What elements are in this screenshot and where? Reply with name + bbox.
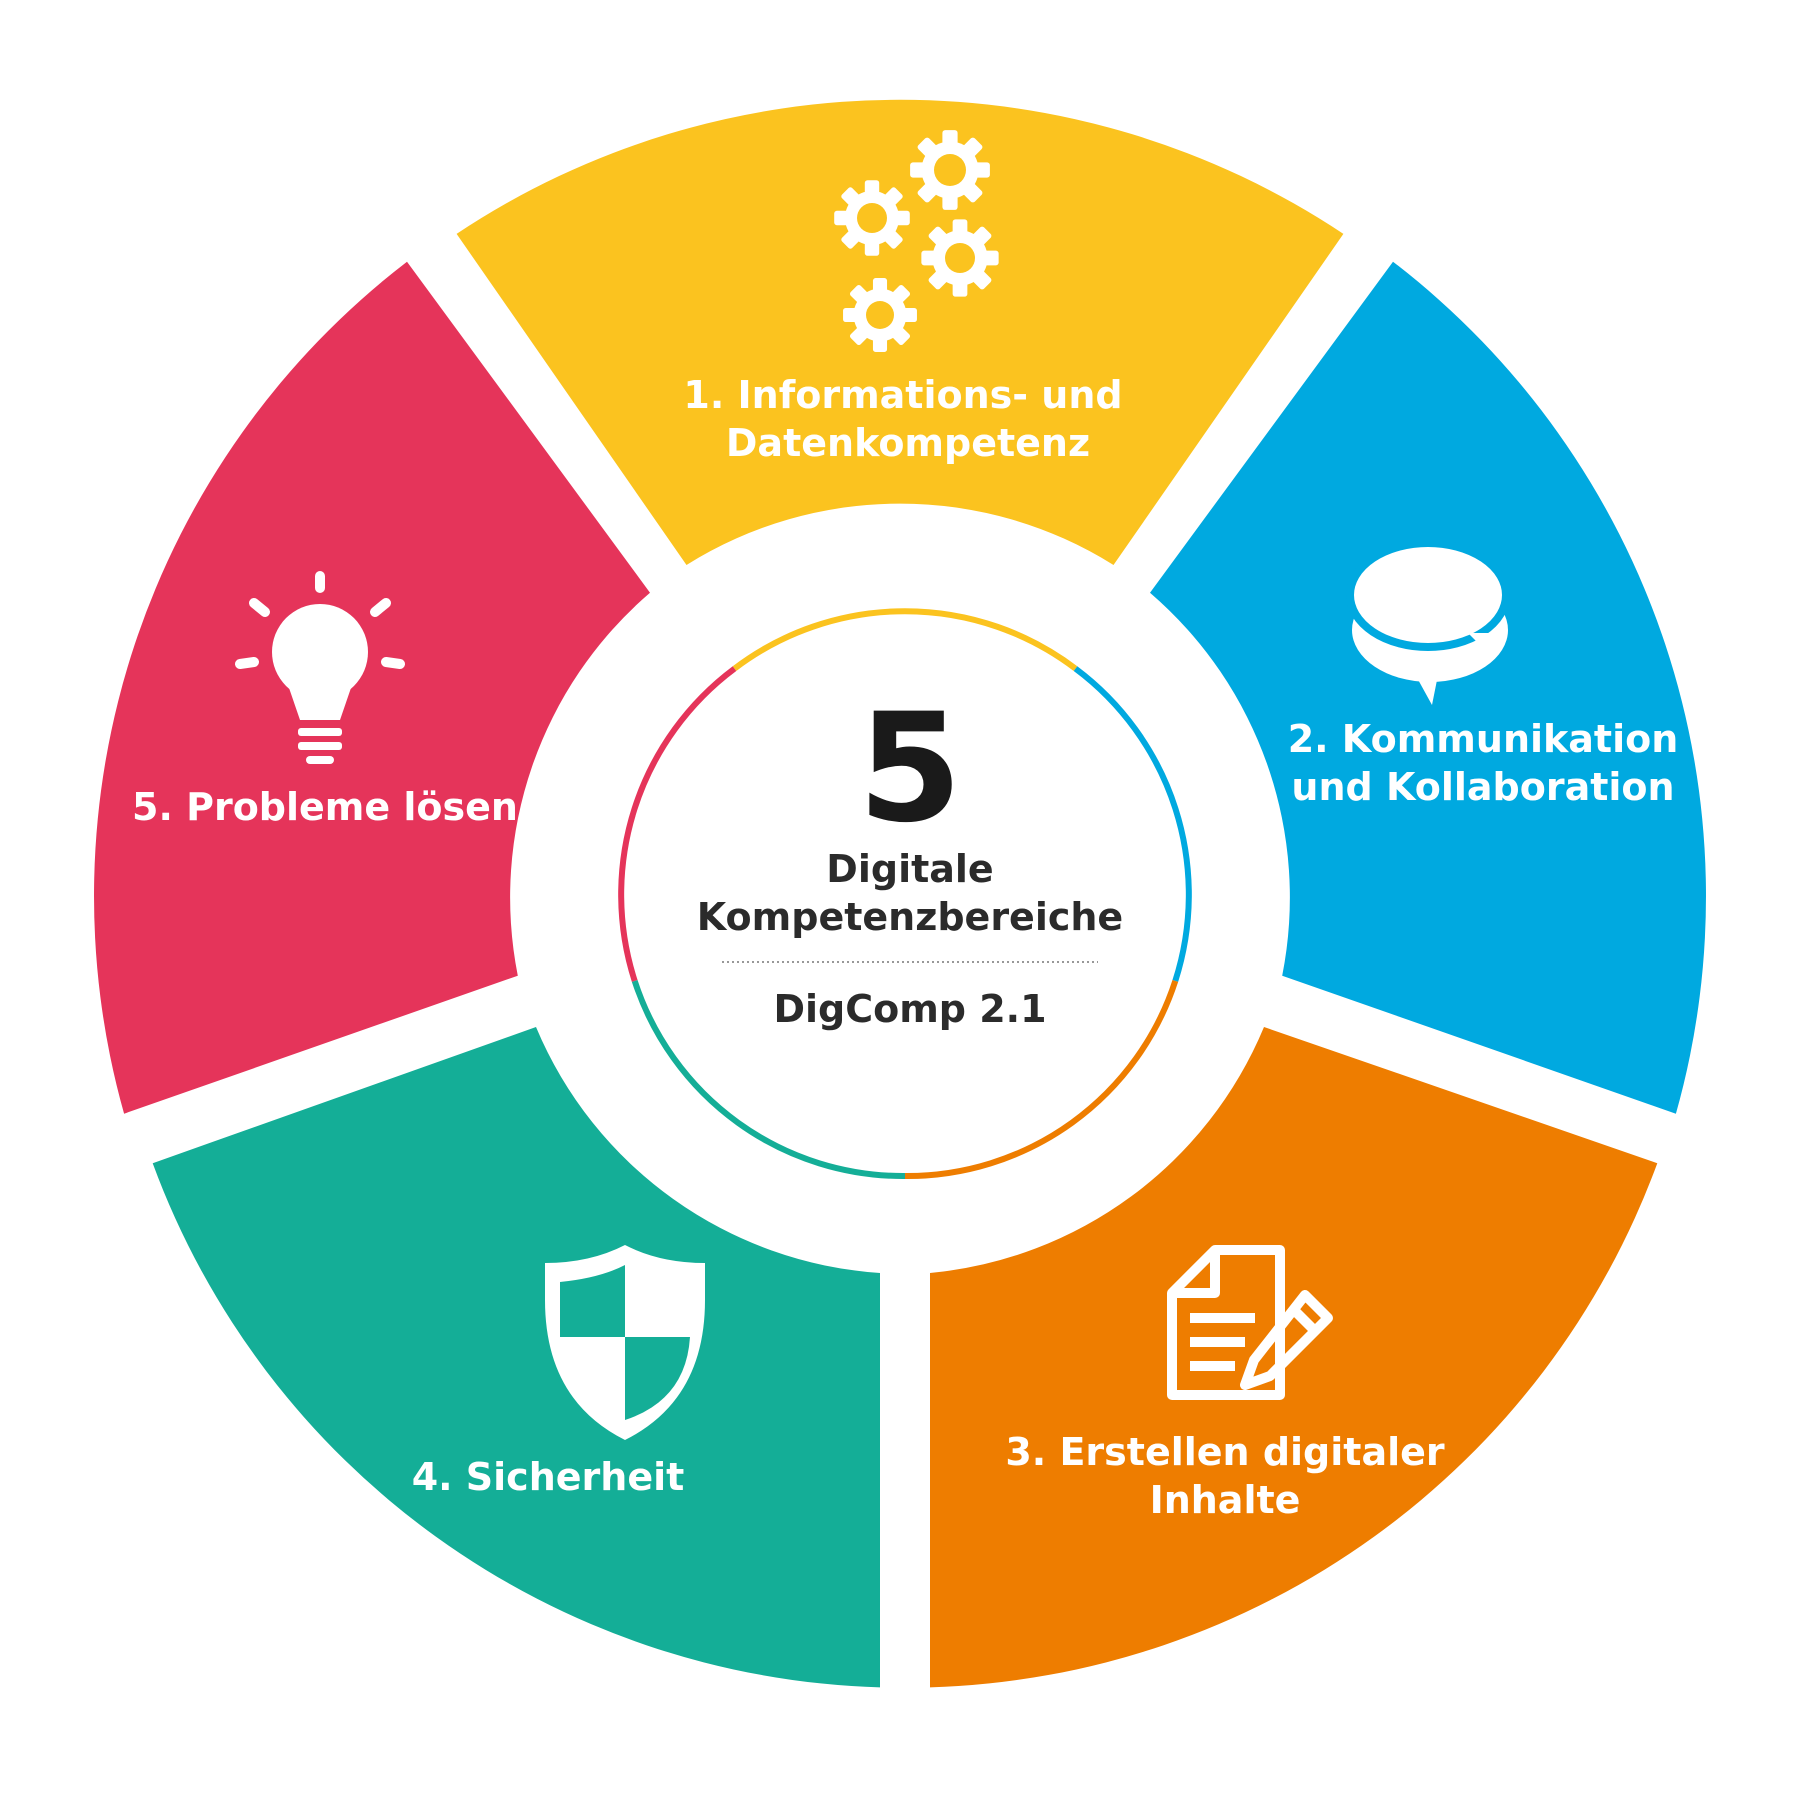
- ring-arc-erst: [904, 979, 1179, 1180]
- shield-icon: [545, 1245, 705, 1440]
- gears-icon: [834, 130, 999, 352]
- label-sich: 4. Sicherheit: [412, 1455, 685, 1499]
- ring-arc-info: [732, 608, 1078, 671]
- segment-sich[interactable]: [152, 1027, 880, 1688]
- center-title-line1: Digitale: [826, 847, 993, 891]
- ring-arc-sich: [631, 979, 906, 1180]
- center-pentagon: [590, 557, 1217, 1157]
- segment-prob[interactable]: [94, 261, 651, 1114]
- center-title-line2: Kompetenzbereiche: [697, 895, 1123, 939]
- ring-arc-komm: [1073, 666, 1192, 982]
- center-number: 5: [858, 682, 962, 856]
- ring-arc-prob: [618, 666, 737, 982]
- center-footer: DigComp 2.1: [773, 987, 1046, 1031]
- label-erst-line2: Inhalte: [1150, 1478, 1301, 1522]
- label-erst-line1: 3. Erstellen digitaler: [1005, 1430, 1445, 1474]
- center-ring: [618, 608, 1192, 1180]
- speech-bubbles-icon: [1346, 539, 1510, 705]
- label-info-line1: 1. Informations- und: [683, 373, 1122, 417]
- label-komm-line1: 2. Kommunikation: [1288, 717, 1679, 761]
- lightbulb-icon: [235, 571, 405, 764]
- label-komm-line2: und Kollaboration: [1291, 765, 1674, 809]
- label-info-line2: Datenkompetenz: [726, 421, 1090, 465]
- document-pencil-icon: [1167, 1245, 1333, 1400]
- label-prob: 5. Probleme lösen: [132, 785, 518, 829]
